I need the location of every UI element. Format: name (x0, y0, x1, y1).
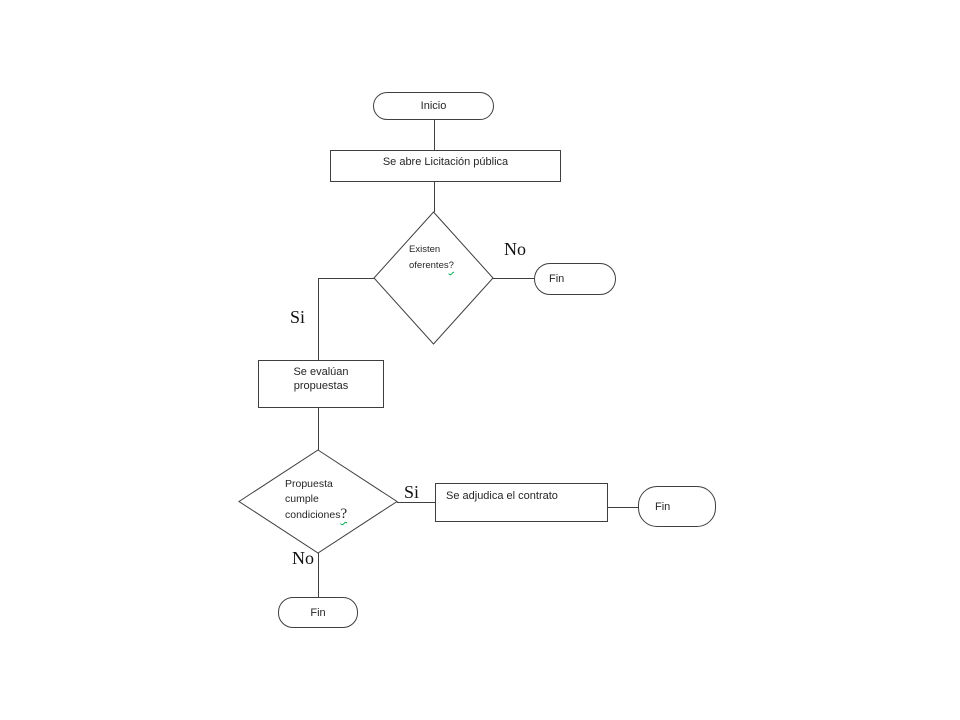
connector-adjudicate-to-fin2 (608, 507, 639, 508)
process-evaluan-line1: Se evalúan (293, 366, 349, 378)
connector-decision1-no-to-fin1 (493, 278, 536, 279)
connector-open-to-decision1 (434, 182, 435, 212)
connector-evaluate-to-decision2 (318, 408, 319, 450)
decision-propuesta-cumple-text: Propuesta cumple condiciones? (285, 477, 370, 523)
connector-start-to-open (434, 120, 435, 150)
edge-label-si-decision1: Si (290, 307, 306, 327)
process-evaluan-line2: propuestas (293, 380, 349, 392)
connector-decision1-si-horizontal (318, 278, 375, 279)
decision1-question-mark: ? (448, 260, 454, 271)
decision1-line1: Existen (409, 244, 441, 255)
terminator-fin-2-label: Fin (655, 500, 671, 513)
decision2-line1: Propuesta (285, 478, 333, 490)
edge-label-si-decision2: Si (404, 482, 420, 502)
decision-existen-oferentes-shape (373, 211, 494, 345)
process-adjudica-contrato-label: Se adjudica el contrato (446, 490, 558, 502)
terminator-fin-3-label: Fin (310, 606, 326, 619)
decision2-question-mark: ? (340, 506, 348, 522)
process-adjudica-contrato: Se adjudica el contrato (435, 483, 608, 522)
decision2-line3: condiciones? (285, 506, 348, 522)
decision2-line2: cumple (285, 493, 319, 505)
decision-existen-oferentes-text: Existen oferentes? (409, 242, 469, 274)
terminator-fin-3: Fin (278, 597, 358, 628)
terminator-fin-1-label: Fin (549, 273, 565, 285)
decision-propuesta-cumple-shape (238, 449, 398, 554)
terminator-inicio-label: Inicio (420, 100, 447, 112)
process-abre-licitacion: Se abre Licitación pública (330, 150, 561, 182)
terminator-inicio: Inicio (373, 92, 494, 120)
process-abre-licitacion-label: Se abre Licitación pública (382, 156, 509, 168)
process-evaluan-propuestas: Se evalúan propuestas (258, 360, 384, 408)
edge-label-no-decision2: No (292, 548, 314, 568)
terminator-fin-2: Fin (638, 486, 716, 527)
edge-label-no-decision1: No (504, 239, 526, 259)
decision1-line2: oferentes? (409, 260, 454, 271)
connector-decision1-si-vertical (318, 278, 319, 360)
connector-decision2-si-to-adjudicate (397, 502, 435, 503)
terminator-fin-1: Fin (534, 263, 616, 295)
connector-decision2-no-to-fin3 (318, 553, 319, 598)
